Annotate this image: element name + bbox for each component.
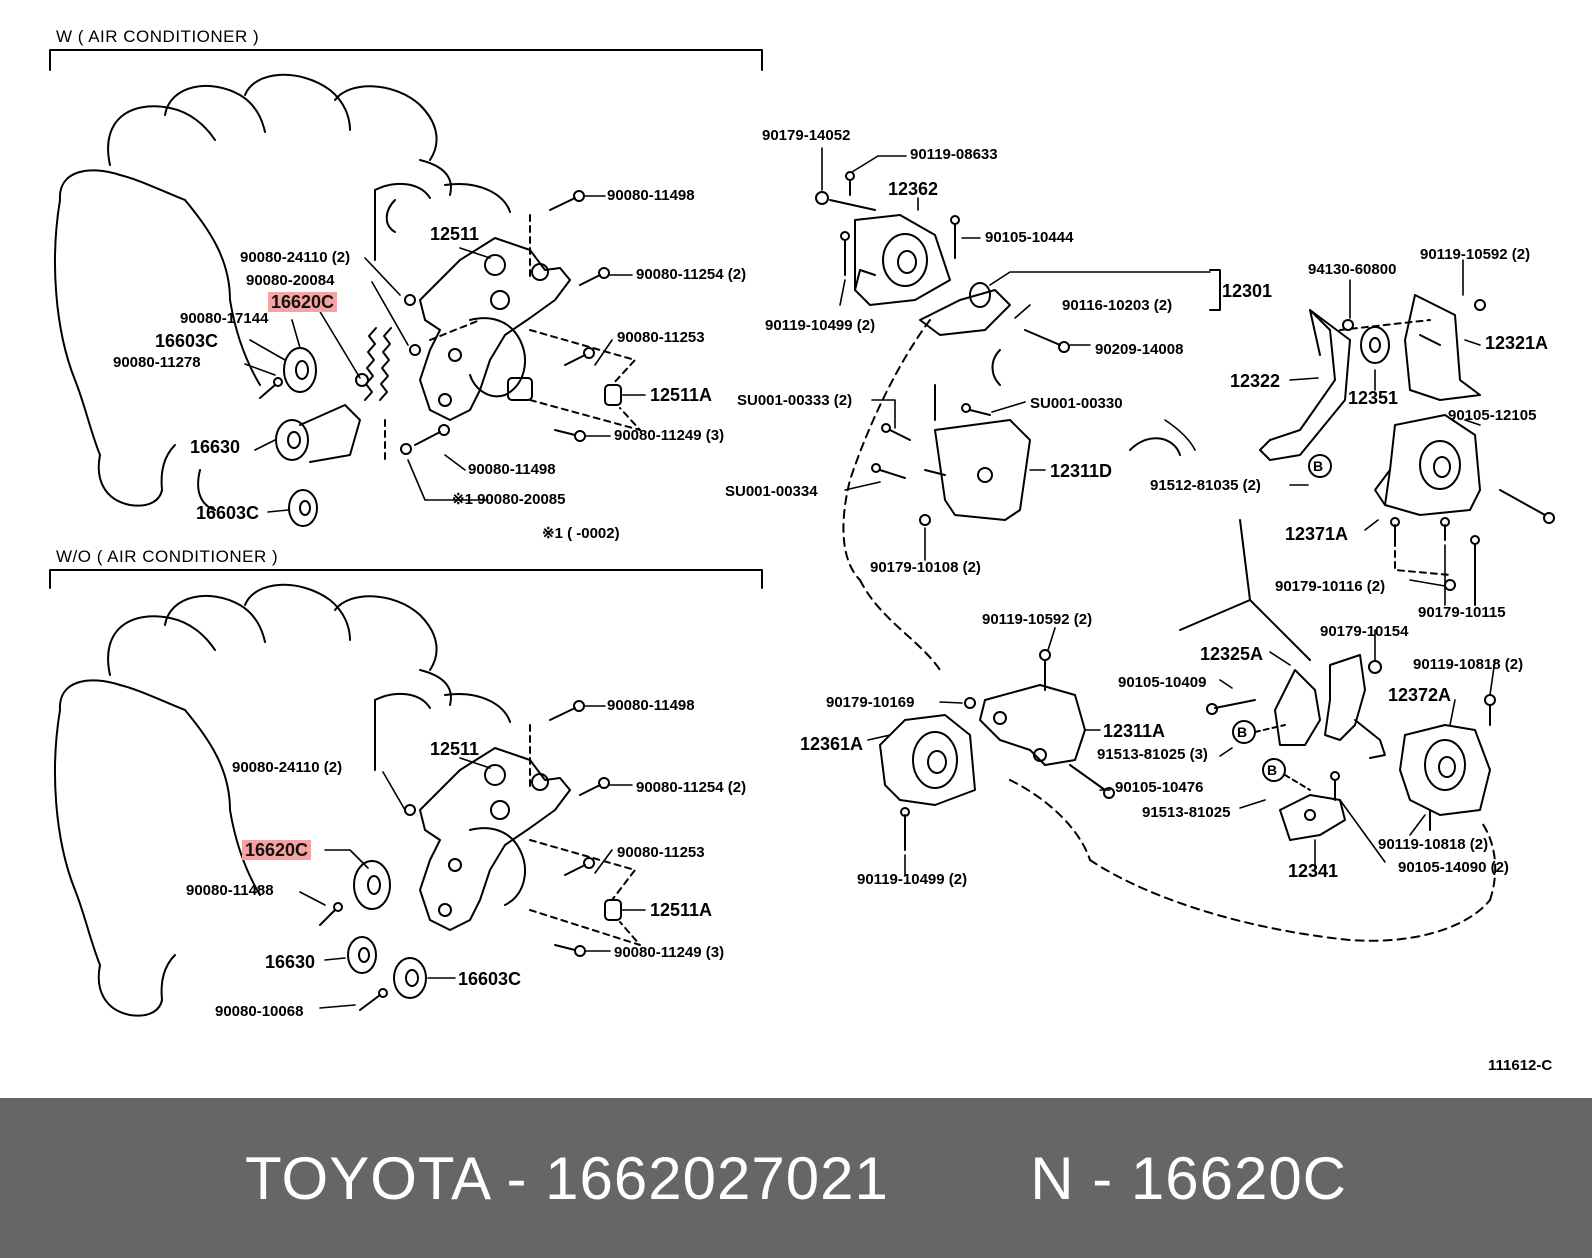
part-number-banner: TOYOTA - 1662027021 N - 16620C — [0, 1098, 1592, 1258]
part-label[interactable]: 90080-11249 (3) — [614, 427, 725, 444]
part-label[interactable]: 90105-10476 — [1115, 779, 1204, 796]
part-label[interactable]: 90080-24110 (2) — [232, 759, 343, 776]
part-label[interactable]: 90179-10116 (2) — [1275, 578, 1386, 595]
part-label[interactable]: SU001-00334 — [725, 483, 818, 500]
part-label[interactable]: 90080-11498 — [607, 187, 695, 204]
part-label[interactable]: 90080-11254 (2) — [636, 779, 747, 796]
part-label[interactable]: 90080-24110 (2) — [240, 249, 351, 266]
part-label[interactable]: 94130-60800 — [1308, 261, 1397, 278]
part-label[interactable]: 90179-10115 — [1418, 604, 1506, 621]
part-label[interactable]: 90119-10499 (2) — [765, 317, 876, 334]
part-label[interactable]: 90179-10108 (2) — [870, 559, 981, 576]
part-label[interactable]: 12301 — [1222, 281, 1273, 301]
part-label[interactable]: 90179-10154 — [1320, 623, 1409, 640]
part-label[interactable]: 16603C — [155, 331, 219, 351]
part-label[interactable]: 90105-10409 — [1118, 674, 1207, 691]
part-label[interactable]: 12311A — [1103, 721, 1166, 741]
part-label[interactable]: 90080-10068 — [215, 1003, 304, 1020]
part-label[interactable]: 12511A — [650, 385, 713, 405]
part-label[interactable]: 16630 — [265, 952, 316, 972]
part-label[interactable]: 90105-12105 — [1448, 407, 1537, 424]
parts-diagram: W ( AIR CONDITIONER ) W/O ( AIR CONDITIO… — [49, 27, 1555, 1074]
part-label[interactable]: 90116-10203 (2) — [1062, 297, 1173, 314]
part-number-text: TOYOTA - 1662027021 N - 16620C — [244, 1144, 1348, 1212]
footnote-label: ※1 ( -0002) — [542, 525, 620, 542]
part-label[interactable]: 90080-17144 — [180, 310, 269, 327]
part-label[interactable]: 91512-81035 (2) — [1150, 477, 1261, 494]
part-label[interactable]: 12511 — [430, 224, 480, 244]
reference-marker-b: B — [1267, 762, 1278, 778]
part-label[interactable]: 90105-14090 (2) — [1398, 859, 1509, 876]
part-label[interactable]: 90080-11253 — [617, 329, 705, 346]
part-label[interactable]: 90209-14008 — [1095, 341, 1184, 358]
part-label[interactable]: 12351 — [1348, 388, 1399, 408]
part-label[interactable]: 91513-81025 (3) — [1097, 746, 1208, 763]
part-label[interactable]: 12311D — [1050, 461, 1113, 481]
illustration-reference: 111612-C — [1488, 1057, 1553, 1074]
part-label[interactable]: 16603C — [458, 969, 522, 989]
highlighted-part-16620c[interactable]: 16620C — [242, 840, 312, 860]
part-label[interactable]: 90080-11488 — [186, 882, 274, 899]
part-label[interactable]: 90080-11498 — [607, 697, 695, 714]
part-label[interactable]: SU001-00333 (2) — [737, 392, 853, 409]
part-label[interactable]: 90080-11498 — [468, 461, 556, 478]
part-label[interactable]: 90080-11278 — [113, 354, 201, 371]
part-label[interactable]: 12511A — [650, 900, 713, 920]
part-label[interactable]: 12321A — [1485, 333, 1549, 353]
section-title-with-ac: W ( AIR CONDITIONER ) — [56, 27, 260, 46]
diagram-drawing — [49, 49, 1555, 1017]
part-label[interactable]: 12511 — [430, 739, 480, 759]
part-label[interactable]: 16630 — [190, 437, 241, 457]
part-label[interactable]: 90119-10592 (2) — [982, 611, 1093, 628]
part-label[interactable]: 90080-11254 (2) — [636, 266, 747, 283]
part-label[interactable]: 90119-10499 (2) — [857, 871, 968, 888]
section-title-without-ac: W/O ( AIR CONDITIONER ) — [56, 547, 279, 566]
part-label[interactable]: ※1 90080-20085 — [452, 491, 566, 508]
part-label[interactable]: 12372A — [1388, 685, 1452, 705]
part-label[interactable]: 12341 — [1288, 861, 1339, 881]
part-label[interactable]: 90080-11253 — [617, 844, 705, 861]
part-label[interactable]: 90080-20084 — [246, 272, 335, 289]
reference-marker-b: B — [1313, 458, 1324, 474]
part-label[interactable]: 90080-11249 (3) — [614, 944, 725, 961]
part-label[interactable]: 90179-10169 — [826, 694, 915, 711]
part-label[interactable]: 12325A — [1200, 644, 1264, 664]
part-label[interactable]: 90119-10818 (2) — [1378, 836, 1489, 853]
part-label[interactable]: 90119-10818 (2) — [1413, 656, 1524, 673]
part-label[interactable]: 90179-14052 — [762, 127, 851, 144]
part-label[interactable]: 12362 — [888, 179, 939, 199]
part-label[interactable]: 12361A — [800, 734, 864, 754]
part-label[interactable]: 12322 — [1230, 371, 1281, 391]
part-label[interactable]: 12371A — [1285, 524, 1349, 544]
part-label[interactable]: SU001-00330 — [1030, 395, 1123, 412]
reference-marker-b: B — [1237, 724, 1248, 740]
highlighted-part-16620c[interactable]: 16620C — [268, 292, 338, 312]
part-label[interactable]: 91513-81025 — [1142, 804, 1231, 821]
part-label[interactable]: 90119-10592 (2) — [1420, 246, 1531, 263]
part-label[interactable]: 16603C — [196, 503, 260, 523]
part-label[interactable]: 90105-10444 — [985, 229, 1074, 246]
part-label[interactable]: 90119-08633 — [910, 146, 998, 163]
